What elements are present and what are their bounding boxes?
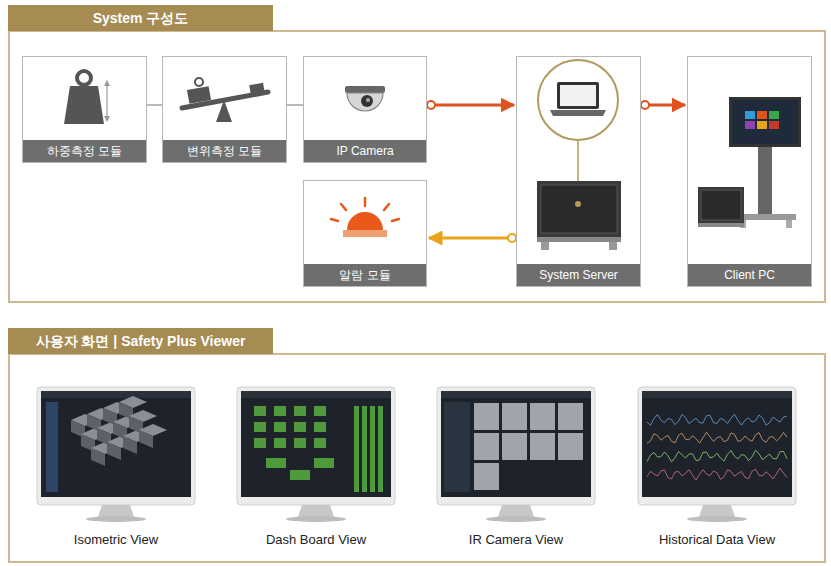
section-panel: 사용자 화면 | Safety Plus ViewerIsometric Vie… <box>8 328 826 563</box>
component-label: System Server <box>517 264 640 286</box>
panel-border <box>8 353 826 563</box>
screen-view: Isometric View <box>36 385 196 550</box>
component-box: System Server <box>516 56 641 287</box>
connector <box>429 237 510 240</box>
connector <box>287 104 303 106</box>
alarm-icon <box>331 198 399 237</box>
section-panel: System 구성도하중측정 모듈 변위측정 모듈 IP CameraSystem … <box>8 5 826 303</box>
component-label: IP Camera <box>304 140 426 162</box>
screen-view: Dash Board View <box>236 385 396 550</box>
connector-dot <box>508 234 516 242</box>
connector-group <box>147 105 162 106</box>
monitor-icon <box>37 387 195 522</box>
connector-dot <box>641 101 649 109</box>
component-label: 변위측정 모듈 <box>163 140 286 162</box>
connector <box>647 104 685 107</box>
connector-group <box>641 101 685 109</box>
component-box: 변위측정 모듈 <box>162 56 287 163</box>
panel-border <box>8 30 826 303</box>
component-box: IP Camera <box>303 56 427 163</box>
section-title: 사용자 화면 | Safety Plus Viewer <box>8 328 273 354</box>
monitor-icon <box>437 387 595 522</box>
component-label: Client PC <box>688 264 811 286</box>
camera-icon <box>345 86 385 111</box>
view-caption: IR Camera View <box>436 530 596 550</box>
connector-group <box>287 105 303 106</box>
monitor-icon <box>237 387 395 522</box>
screen-view: Historical Data View <box>637 385 797 550</box>
section-title: System 구성도 <box>8 5 273 31</box>
connector-dot <box>427 101 435 109</box>
connector <box>147 104 162 106</box>
displacement-icon <box>182 78 268 122</box>
view-caption: Dash Board View <box>236 530 396 550</box>
screen-view: IR Camera View <box>436 385 596 550</box>
component-label: 하중측정 모듈 <box>23 140 146 162</box>
component-box: Client PC <box>687 56 812 287</box>
monitor-icon <box>638 387 796 522</box>
component-box: 하중측정 모듈 <box>22 56 147 163</box>
client-icon <box>698 97 801 228</box>
connector-group <box>427 101 514 109</box>
view-caption: Isometric View <box>36 530 196 550</box>
component-box: 알람 모듈 <box>303 180 427 287</box>
monitor-illustrations <box>37 387 796 522</box>
connector <box>433 104 514 107</box>
view-caption: Historical Data View <box>637 530 797 550</box>
connector-group <box>429 234 516 242</box>
server-icon <box>537 60 621 250</box>
weight-icon <box>64 71 110 124</box>
component-label: 알람 모듈 <box>304 264 426 286</box>
